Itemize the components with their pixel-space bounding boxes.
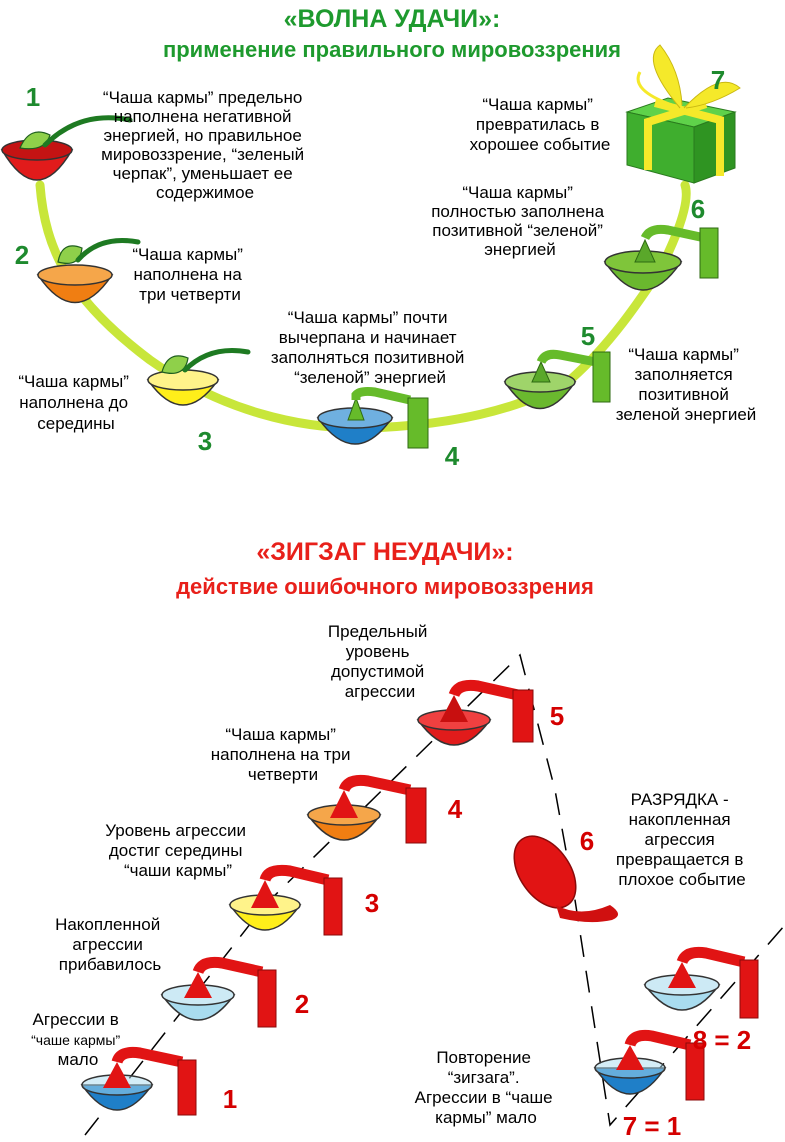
wave-step-4-number: 4 xyxy=(445,441,460,471)
wave-bowl-1 xyxy=(0,115,133,181)
zigzag-bowl-5 xyxy=(416,679,534,746)
wave-step-2-number: 2 xyxy=(15,240,29,270)
wave-step-1-caption: “Чаша кармы” предельно наполнена негатив… xyxy=(101,88,309,202)
zigzag-step-3-caption: Уровень агрессии достиг середины “чаши к… xyxy=(105,821,251,880)
zigzag-step-8-number: 8 = 2 xyxy=(693,1025,752,1055)
wave-step-4-caption: “Чаша кармы” почти вычерпана и начинает … xyxy=(271,308,469,387)
wave-bowl-4 xyxy=(316,386,429,449)
zigzag-subtitle: действие ошибочного мировоззрения xyxy=(176,574,594,599)
zigzag-step-3-number: 3 xyxy=(365,888,379,918)
zigzag-step-1-number: 1 xyxy=(223,1084,237,1114)
zigzag-tipped-bowl-6 xyxy=(513,835,619,923)
zigzag-step-6-caption: РАЗРЯДКА - накопленная агрессия превраща… xyxy=(616,790,748,889)
zigzag-bowl-1 xyxy=(80,1046,197,1116)
zigzag-step-4-number: 4 xyxy=(448,794,463,824)
zigzag-bowl-2 xyxy=(160,956,277,1028)
wave-step-2-caption: “Чаша кармы” наполнена на три четверти xyxy=(132,245,247,304)
wave-bowl-2 xyxy=(36,237,141,304)
zigzag-bowl-7 xyxy=(593,1029,705,1101)
zigzag-title: «ЗИГЗАГ НЕУДАЧИ»: xyxy=(256,538,513,566)
zigzag-bowl-8 xyxy=(643,946,759,1019)
zigzag-bowl-4 xyxy=(306,774,427,844)
zigzag-step-2-number: 2 xyxy=(295,989,309,1019)
wave-subtitle: применение правильного мировоззрения xyxy=(163,37,621,62)
wave-step-1-number: 1 xyxy=(26,82,40,112)
wave-step-5-caption: “Чаша кармы” заполняется позитивной зеле… xyxy=(616,345,757,424)
wave-gift-box-7 xyxy=(625,44,741,184)
wave-step-6-caption: “Чаша кармы” полностью заполнена позитив… xyxy=(431,183,609,259)
zigzag-bowl-3 xyxy=(228,864,343,936)
zigzag-step-5-number: 5 xyxy=(550,701,564,731)
zigzag-step-2-caption: Накопленной агрессии прибавилось xyxy=(55,915,165,974)
wave-title: «ВОЛНА УДАЧИ»: xyxy=(284,5,501,33)
zigzag-step-7-caption: Повторение “зигзага”. Агрессии в “чаше к… xyxy=(415,1048,558,1127)
zigzag-step-6-number: 6 xyxy=(580,826,594,856)
wave-bowl-5 xyxy=(503,349,611,410)
wave-bowl-6 xyxy=(603,224,719,291)
wave-step-7-number: 7 xyxy=(711,65,725,95)
zigzag-step-4-caption: “Чаша кармы” наполнена на три четверти xyxy=(211,725,356,784)
wave-step-6-number: 6 xyxy=(691,194,705,224)
wave-bowl-3 xyxy=(146,347,251,406)
zigzag-step-7-number: 7 = 1 xyxy=(623,1111,682,1141)
wave-step-5-number: 5 xyxy=(581,321,595,351)
zigzag-step-1-caption: Агрессии в “чаше кармы” мало xyxy=(31,1010,125,1069)
wave-step-3-caption: “Чаша кармы” наполнена до середины xyxy=(18,372,133,433)
wave-step-7-caption: “Чаша кармы” превратилась в хорошее собы… xyxy=(470,95,611,154)
zigzag-step-5-caption: Предельный уровень допустимой агрессии xyxy=(328,622,432,701)
wave-step-3-number: 3 xyxy=(198,426,212,456)
